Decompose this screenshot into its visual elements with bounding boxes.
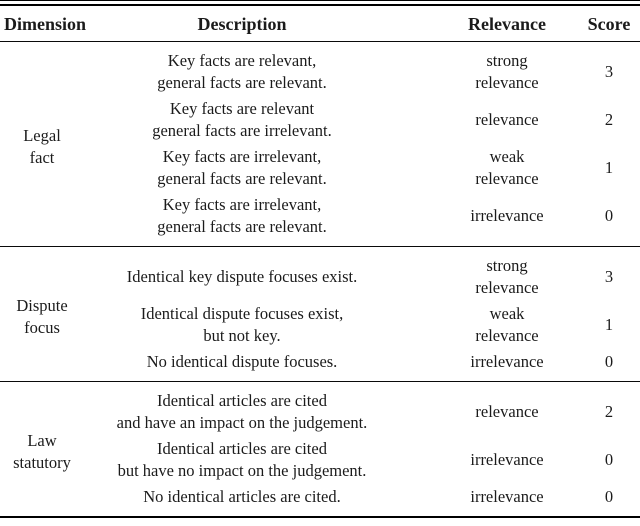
score-cell: 3 [604,267,614,286]
description-line: general facts are relevant. [157,217,327,236]
table-row: Key facts are irrelevant, general facts … [0,144,640,192]
score-cell: 1 [604,158,614,177]
relevance-cell: irrelevance [400,349,574,382]
dimension-line: focus [24,318,60,337]
relevance-cell: weak relevance [400,144,574,192]
relevance-cell: irrelevance [400,484,574,517]
description-cell: Identical articles are cited but have no… [84,436,400,484]
description-cell: Identical dispute focuses exist, but not… [84,301,400,349]
relevance-score-table: Dimension Description Relevance Score Le… [0,4,640,518]
column-header-score: Score [587,14,631,34]
table-row: Identical dispute focuses exist, but not… [0,301,640,349]
relevance-cell: weak relevance [400,301,574,349]
score-cell: 2 [604,110,614,129]
table-row: Key facts are irrelevant, general facts … [0,192,640,247]
description-cell: Identical key dispute focuses exist. [84,247,400,302]
description-cell: No identical dispute focuses. [84,349,400,382]
relevance-cell: irrelevance [400,192,574,247]
description-cell: No identical articles are cited. [84,484,400,517]
relevance-line: strong [486,51,528,70]
description-line: but not key. [203,326,281,345]
dimension-line: Law [27,431,57,450]
dimension-line: Legal [23,126,61,145]
table-row: Key facts are relevant general facts are… [0,96,640,144]
description-line: No identical articles are cited. [143,487,341,506]
dimension-line: Dispute [16,296,68,315]
description-line: Key facts are irrelevant, [162,195,322,214]
relevance-cell: relevance [400,382,574,437]
score-cell: 1 [604,315,614,334]
table-row: Legal fact Key facts are relevant, gener… [0,42,640,167]
relevance-line: irrelevance [470,206,544,225]
description-line: but have no impact on the judgement. [117,461,367,480]
relevance-cell: strong relevance [400,42,574,97]
description-line: and have an impact on the judgement. [116,413,368,432]
description-cell: Key facts are relevant general facts are… [84,96,400,144]
description-line: general facts are relevant. [157,73,327,92]
relevance-line: weak [489,304,525,323]
score-cell: 0 [604,352,614,371]
column-header-dimension: Dimension [4,14,87,34]
relevance-line: relevance [475,169,539,188]
dimension-cell: Law statutory [0,382,84,518]
table-row: No identical dispute focuses. irrelevanc… [0,349,640,382]
relevance-line: weak [489,147,525,166]
relevance-line: irrelevance [470,487,544,506]
description-line: No identical dispute focuses. [146,352,338,371]
relevance-cell: relevance [400,96,574,144]
description-line: Identical key dispute focuses exist. [126,267,358,286]
description-line: Key facts are relevant [169,99,315,118]
relevance-cell: irrelevance [400,436,574,484]
table-row: Identical articles are cited but have no… [0,436,640,484]
relevance-line: relevance [475,110,539,129]
description-line: Identical articles are cited [157,439,327,458]
score-cell: 0 [604,487,614,506]
section-law-statutory: Law statutory Identical articles are cit… [0,381,640,518]
description-line: Key facts are relevant, [167,51,317,70]
description-cell: Identical articles are cited and have an… [84,382,400,437]
score-cell: 0 [604,206,614,225]
relevance-line: relevance [475,326,539,345]
column-header-description: Description [197,14,287,34]
relevance-line: relevance [475,402,539,421]
description-cell: Key facts are irrelevant, general facts … [84,144,400,192]
score-cell: 2 [604,402,614,421]
relevance-line: irrelevance [470,450,544,469]
dimension-cell: Legal fact [0,42,84,247]
section-dispute-focus: Dispute focus Identical key dispute focu… [0,246,640,382]
relevance-line: irrelevance [470,352,544,371]
relevance-cell: strong relevance [400,247,574,302]
relevance-line: relevance [475,278,539,297]
header-row: Dimension Description Relevance Score [0,5,640,42]
description-cell: Key facts are irrelevant, general facts … [84,192,400,247]
description-line: Key facts are irrelevant, [162,147,322,166]
description-cell: Key facts are relevant, general facts ar… [84,42,400,97]
description-line: general facts are relevant. [157,169,327,188]
dimension-line: fact [29,148,55,167]
table-row: Law statutory Identical articles are cit… [0,382,640,472]
table-header: Dimension Description Relevance Score [0,5,640,42]
description-line: Identical dispute focuses exist, [140,304,344,323]
dimension-line: statutory [13,453,71,472]
column-header-relevance: Relevance [468,14,546,34]
score-cell: 0 [604,450,614,469]
score-cell: 3 [604,62,614,81]
table-row: No identical articles are cited. irrelev… [0,484,640,517]
description-line: Identical articles are cited [157,391,327,410]
description-line: general facts are irrelevant. [152,121,332,140]
dimension-cell: Dispute focus [0,247,84,382]
section-legal-fact: Legal fact Key facts are relevant, gener… [0,41,640,247]
relevance-line: strong [486,256,528,275]
table-row: Dispute focus Identical key dispute focu… [0,247,640,337]
relevance-line: relevance [475,73,539,92]
